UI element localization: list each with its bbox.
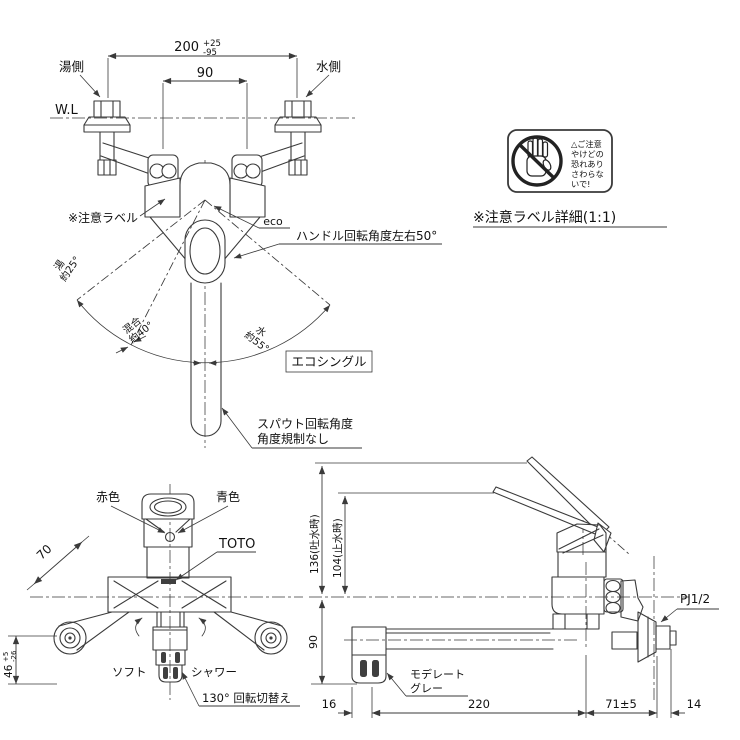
dim-adapter: 14 [687, 697, 702, 711]
finish-note-leader [386, 672, 407, 697]
svg-text:136(吐水時): 136(吐水時) [309, 514, 321, 574]
finish-note-line2: グレー [410, 681, 443, 695]
svg-text:70: 70 [34, 542, 55, 563]
shower-label: シャワー [191, 665, 237, 679]
no-touch-hand-icon [511, 135, 563, 187]
shower-head [134, 611, 207, 683]
spout-note-leader [221, 407, 253, 449]
dim-pitch-200: 200 +25 -95 [107, 39, 298, 98]
side-body [551, 523, 607, 630]
connection-leader [660, 608, 678, 623]
dim-height-open-136: 136(吐水時) [309, 462, 527, 594]
blue-leader [177, 505, 229, 534]
hot-side-label: 湯側 [59, 59, 84, 74]
dim-pitch-tol-lower: -95 [203, 48, 217, 58]
angle-mix-label: 混合 約40° [120, 314, 156, 346]
crank-arms [53, 611, 288, 655]
hot-side-leader [79, 74, 101, 98]
cold-side-label: 水側 [316, 59, 341, 74]
eco-mark-label: eco [263, 215, 283, 228]
side-spout [351, 626, 554, 684]
svg-text:46: 46 [3, 664, 15, 678]
svg-text:+5: +5 [2, 652, 10, 662]
wall-connection [603, 578, 677, 663]
front-view: 200 +25 -95 90 湯側 水側 W.L [50, 39, 442, 449]
warning-label-detail: △ご注意 やけどの 恐れあり さわらな いで! ※注意ラベル詳細(1:1) [473, 129, 667, 228]
dim-wall-leg: 71±5 [605, 697, 637, 711]
bottom-dimensions: 16 220 71±5 14 [322, 649, 702, 718]
rotate-arrow-right [198, 617, 207, 637]
caution-label-leader [139, 198, 166, 217]
water-line-label: W.L [55, 103, 78, 118]
eco-single-box [285, 350, 373, 373]
cold-side-leader [305, 74, 330, 98]
faucet-body [144, 162, 266, 262]
dim-below-90: 90 [307, 600, 357, 685]
right-flange [252, 100, 322, 176]
left-union-nut [147, 154, 179, 188]
svg-text:さわらな: さわらな [571, 169, 604, 179]
left-flange [83, 100, 153, 176]
warning-label-frame [507, 129, 613, 193]
caution-label-ref: ※注意ラベル [68, 210, 138, 225]
side-levers [492, 456, 612, 553]
handle-swing-arcs [76, 199, 331, 366]
front-handle [184, 219, 226, 284]
angle-hot-label: 湯 約25° [51, 254, 83, 284]
svg-text:やけどの: やけどの [571, 149, 604, 159]
svg-text:-26: -26 [10, 650, 18, 662]
rotation-switch-leader [181, 671, 200, 707]
blue-label: 青色 [216, 490, 240, 504]
red-leader [110, 505, 166, 534]
warning-detail-caption: ※注意ラベル詳細(1:1) [473, 209, 616, 226]
top-view: 赤色 青色 TOTO 70 46 +5 -26 ソフト シ [2, 484, 303, 707]
front-spout [190, 282, 222, 437]
svg-text:△ご注意: △ご注意 [571, 139, 602, 149]
rotation-switch-note: 130° 回転切替え [202, 691, 291, 705]
svg-text:90: 90 [307, 635, 320, 649]
svg-text:104(止水時): 104(止水時) [332, 518, 344, 578]
dim-arm-70: 70 [26, 535, 90, 591]
spout-note-line2: 角度規制なし [257, 431, 329, 446]
dim-tip: 16 [322, 697, 337, 711]
soft-label: ソフト [112, 665, 147, 679]
connection-label: PJ1/2 [680, 592, 710, 606]
top-handle [141, 493, 195, 543]
handle-rotation-note: ハンドル回転角度左右50° [296, 228, 437, 243]
right-union-nut [231, 154, 263, 188]
eco-single-badge: エコシングル [291, 354, 366, 369]
svg-text:いで!: いで! [571, 179, 590, 189]
dim-center-value: 90 [197, 66, 214, 81]
dim-pitch-tol-upper: +25 [203, 39, 221, 49]
warning-label-text: △ご注意 やけどの 恐れあり さわらな いで! [571, 139, 604, 189]
svg-text:恐れあり: 恐れあり [571, 159, 604, 169]
eco-leader [213, 205, 260, 229]
dim-pitch-value: 200 [174, 40, 199, 55]
red-label: 赤色 [96, 490, 120, 504]
dim-height-closed-104: 104(止水時) [332, 492, 494, 594]
brand-label: TOTO [218, 537, 255, 552]
dim-center-90: 90 [162, 66, 248, 149]
angle-cold-label: 水 約55° [242, 324, 272, 356]
spout-note-line1: スパウト回転角度 [257, 416, 353, 431]
side-view: PJ1/2 モデレート グレー 136(吐水時) 104(止水時) [307, 456, 719, 718]
brand-leader [175, 551, 218, 581]
handle-rotation-leader [233, 243, 280, 259]
dim-reach: 220 [468, 697, 490, 711]
rotate-arrow-left [134, 617, 143, 637]
finish-note-line1: モデレート [410, 667, 465, 681]
dim-height-46: 46 +5 -26 [2, 635, 57, 685]
